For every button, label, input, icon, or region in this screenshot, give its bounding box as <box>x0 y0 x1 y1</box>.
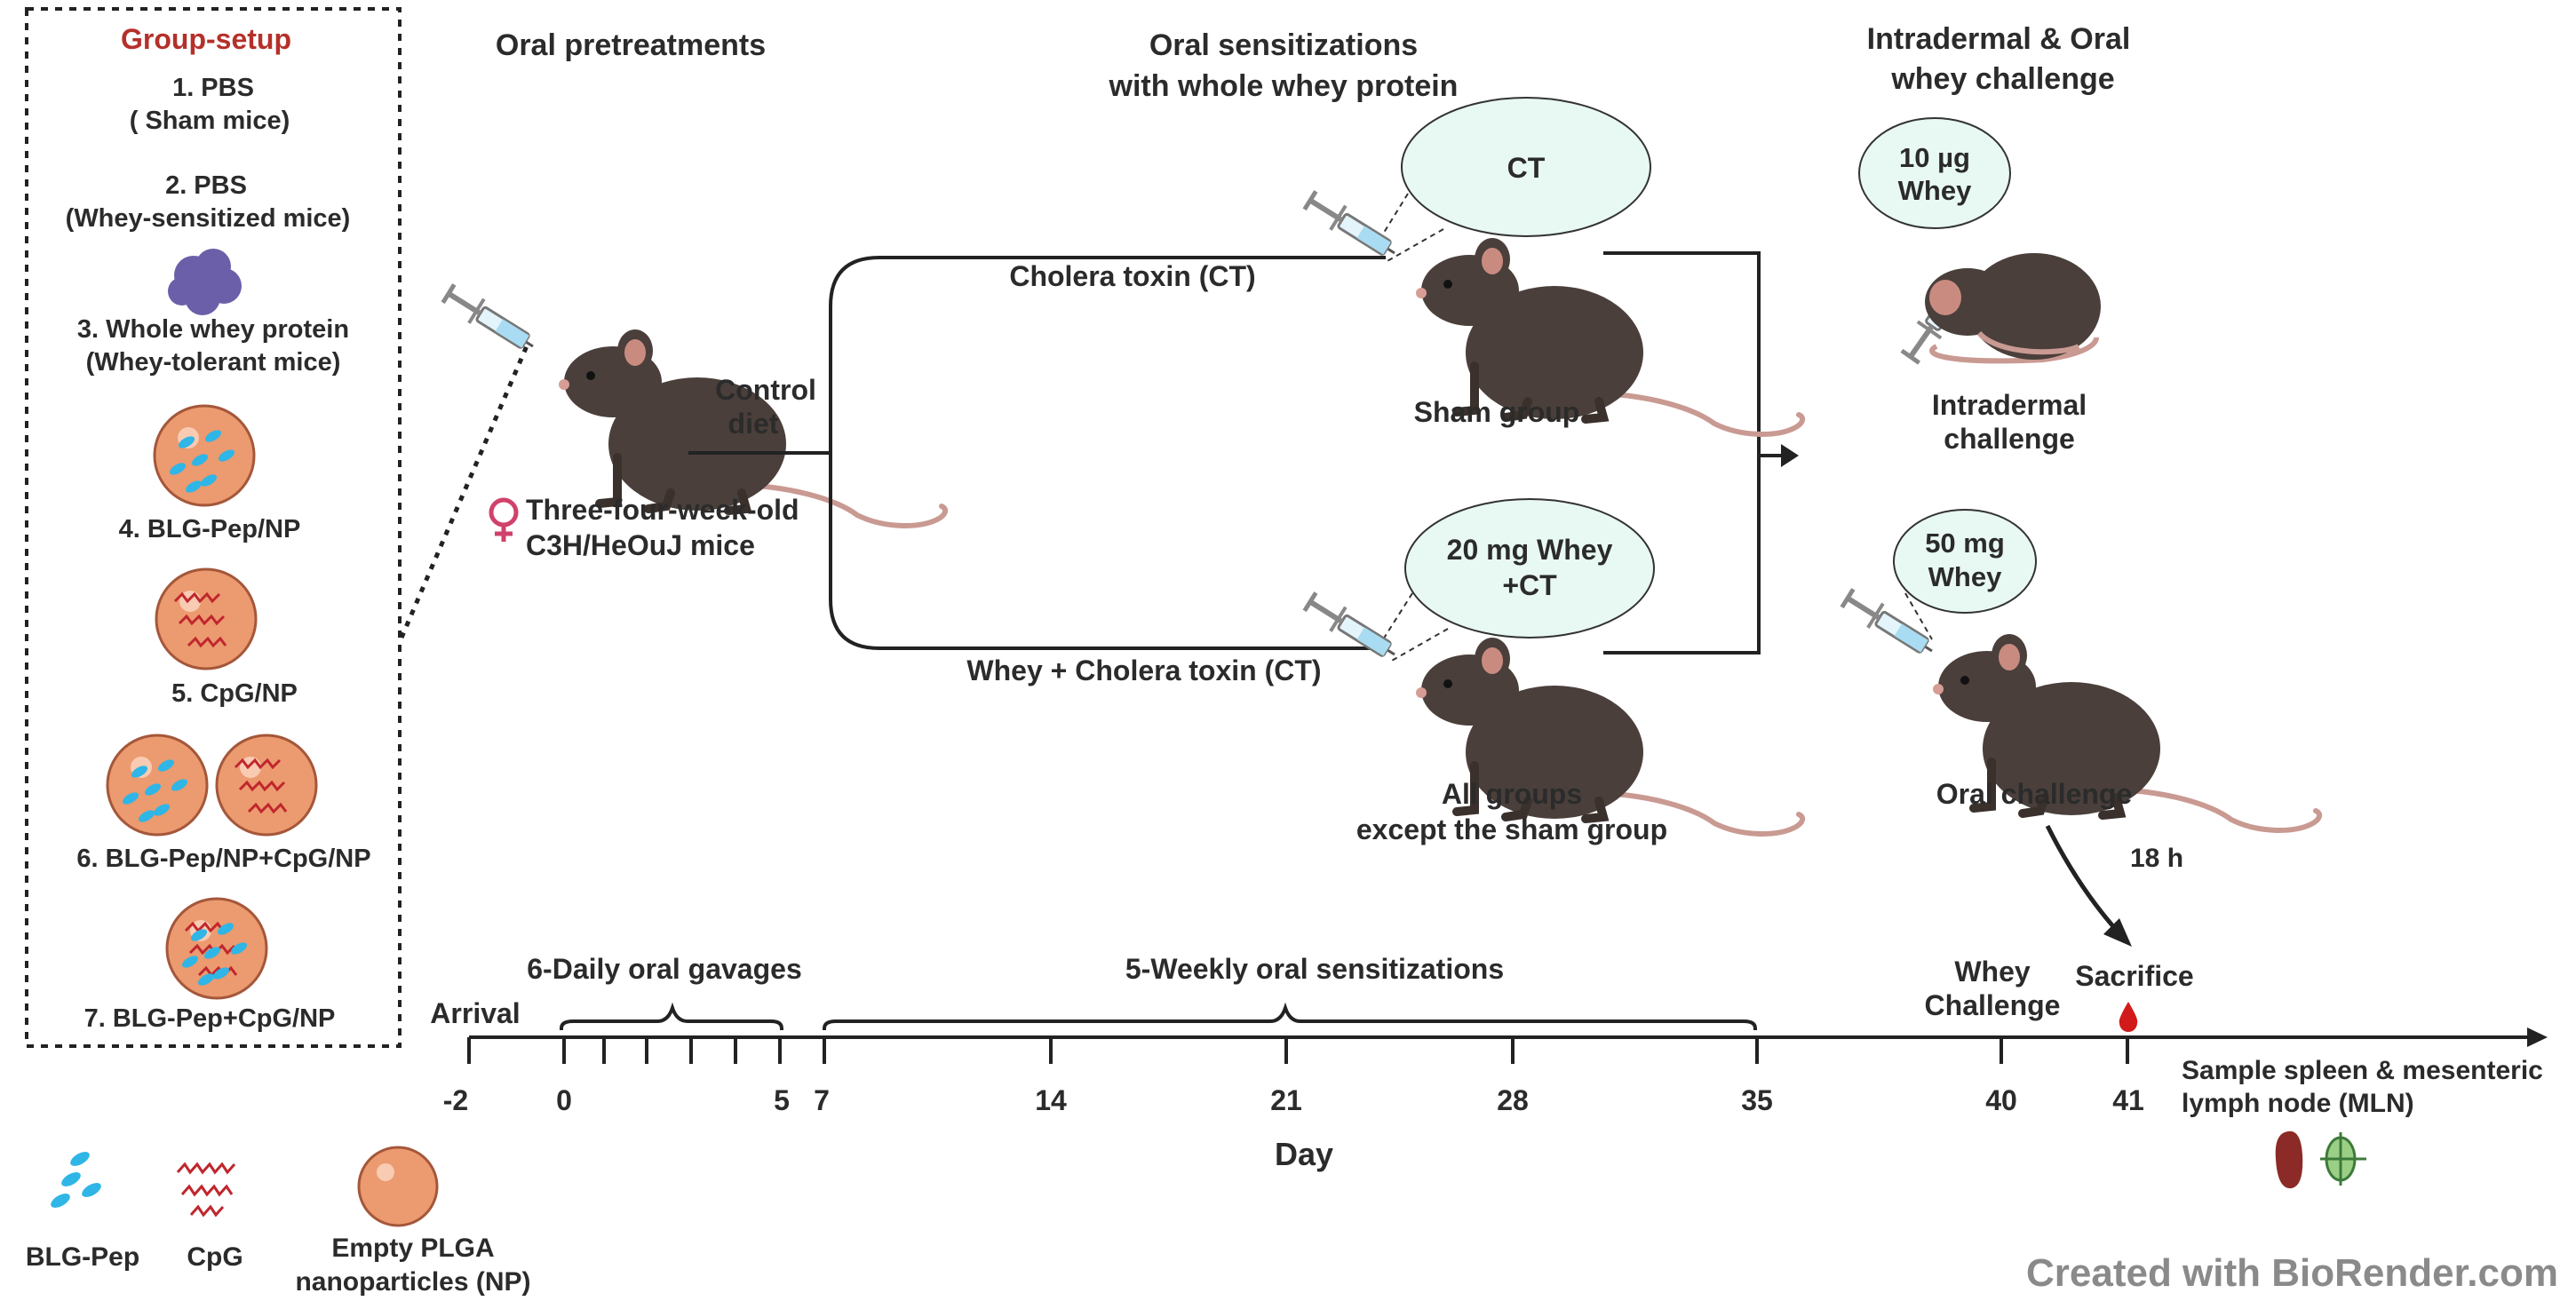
legend-cpg-label: CpG <box>187 1242 242 1272</box>
intradermal-bubble-line1: 10 µg <box>1899 142 1970 173</box>
sacrifice-label: Sacrifice <box>2075 960 2193 992</box>
whey-ct-bubble-pointer-2 <box>1389 628 1449 662</box>
intradermal-bubble-line2: Whey <box>1898 175 1972 206</box>
group7-label: 7. BLG-Pep+CpG/NP <box>84 1004 336 1033</box>
ct-bubble-text: CT <box>1507 152 1546 184</box>
all-groups-line1: All groups <box>1442 778 1582 810</box>
all-groups-line2: except the sham group <box>1356 813 1667 845</box>
axis-label-day: Day <box>1275 1136 1333 1172</box>
mice-strain-line1: Three-four-week-old <box>526 494 799 526</box>
whey-ct-bubble <box>1404 498 1655 639</box>
tick-label: 0 <box>556 1084 572 1116</box>
intradermal-mouse-icon <box>1925 253 2101 364</box>
group5-label: 5. CpG/NP <box>171 679 298 708</box>
challenge-title-line2: whey challenge <box>1890 62 2114 96</box>
group1-sublabel: ( Sham mice) <box>130 107 290 135</box>
sham-group-label: Sham group <box>1414 396 1580 428</box>
group2-sublabel: (Whey-sensitized mice) <box>66 204 351 233</box>
timeline: -2 0 5 7 14 21 28 35 40 41 Day Arrival 6… <box>430 953 2548 1172</box>
tick-label: 7 <box>814 1084 830 1116</box>
weekly-brace <box>823 1002 1757 1030</box>
blg-pep-cpg-np-icon <box>165 897 268 1000</box>
oral-bubble-line1: 50 mg <box>1925 528 2005 559</box>
legend-pep-label: BLG-Pep <box>26 1242 139 1272</box>
dotted-connector <box>399 341 531 639</box>
control-diet-line1: Control <box>715 374 816 406</box>
spleen-icon <box>2275 1130 2303 1189</box>
oral-bubble-line2: Whey <box>1928 561 2002 592</box>
whey-protein-icon <box>168 249 242 315</box>
tick-label: 21 <box>1270 1084 1302 1116</box>
gavages-brace <box>560 1002 783 1030</box>
lymph-node-icon <box>2320 1132 2366 1186</box>
group2-label: 2. PBS <box>165 171 247 200</box>
challenge-title-line1: Intradermal & Oral <box>1867 22 2131 56</box>
sensitization-title-line1: Oral sensitizations <box>1149 28 1418 62</box>
legend-np-line2: nanoparticles (NP) <box>295 1267 530 1297</box>
tick-label: 5 <box>774 1084 790 1116</box>
time-18h-label: 18 h <box>2130 844 2183 873</box>
ct-bubble <box>1401 97 1651 237</box>
intradermal-label-line1: Intradermal <box>1932 389 2087 421</box>
mice-strain-line2: C3H/HeOuJ mice <box>526 529 755 561</box>
sample-line2: lymph node (MLN) <box>2182 1089 2414 1118</box>
group1-label: 1. PBS <box>172 74 254 102</box>
tick-label: 28 <box>1497 1084 1529 1116</box>
watermark: Created with BioRender.com <box>2026 1251 2558 1295</box>
intradermal-label-line2: challenge <box>1944 423 2075 455</box>
control-diet-line2: diet <box>728 408 779 440</box>
pretreatments-title: Oral pretreatments <box>496 28 766 62</box>
sacrifice-arrow <box>2045 824 2120 934</box>
group3-sublabel: (Whey-tolerant mice) <box>86 348 341 377</box>
whey-ct-bubble-line2: +CT <box>1502 569 1557 601</box>
upper-branch-label: Cholera toxin (CT) <box>1009 260 1255 292</box>
legend-peptide-icon <box>51 1152 101 1208</box>
female-icon <box>489 497 519 542</box>
oral-bubble <box>1893 509 2037 614</box>
sample-line1: Sample spleen & mesenteric <box>2182 1056 2543 1085</box>
sensitization-title-line2: with whole whey protein <box>1109 69 1459 103</box>
cpg-np-icon <box>155 567 258 670</box>
legend-nanoparticle-icon <box>357 1146 439 1227</box>
arrival-label: Arrival <box>430 997 520 1029</box>
intradermal-bubble <box>1858 117 2011 229</box>
gavages-label: 6-Daily oral gavages <box>527 953 801 985</box>
group6-label: 6. BLG-Pep/NP+CpG/NP <box>76 845 370 873</box>
group-setup-box <box>25 7 402 1048</box>
blood-drop-icon <box>2119 1002 2138 1032</box>
blg-pep-np-icon <box>153 404 256 507</box>
whey-challenge-line2: Challenge <box>1925 989 2061 1021</box>
tick-label: 35 <box>1741 1084 1773 1116</box>
group-setup-title: Group-setup <box>121 23 291 55</box>
weekly-label: 5-Weekly oral sensitizations <box>1125 953 1504 985</box>
group4-label: 4. BLG-Pep/NP <box>119 515 301 543</box>
whey-challenge-line1: Whey <box>1954 956 2031 988</box>
whey-ct-bubble-line1: 20 mg Whey <box>1447 534 1613 566</box>
oral-challenge-label: Oral challenge <box>1936 778 2133 810</box>
ct-bubble-pointer-2 <box>1385 228 1444 263</box>
group3-label: 3. Whole whey protein <box>77 315 349 344</box>
cpg-np-pair-icon <box>215 734 318 837</box>
tick-label: -2 <box>443 1084 468 1116</box>
legend-np-line1: Empty PLGA <box>331 1234 494 1263</box>
timeline-arrowhead <box>2527 1027 2548 1047</box>
tick-label: 41 <box>2112 1084 2144 1116</box>
lower-branch-label: Whey + Cholera toxin (CT) <box>966 654 1321 686</box>
merge-arrowhead <box>1781 444 1799 467</box>
sacrifice-arrowhead <box>2103 918 2132 947</box>
tick-label: 40 <box>1985 1084 2017 1116</box>
tick-label: 14 <box>1035 1084 1067 1116</box>
blg-pep-np-pair-icon <box>106 734 209 837</box>
legend-cpg-icon <box>176 1162 236 1218</box>
